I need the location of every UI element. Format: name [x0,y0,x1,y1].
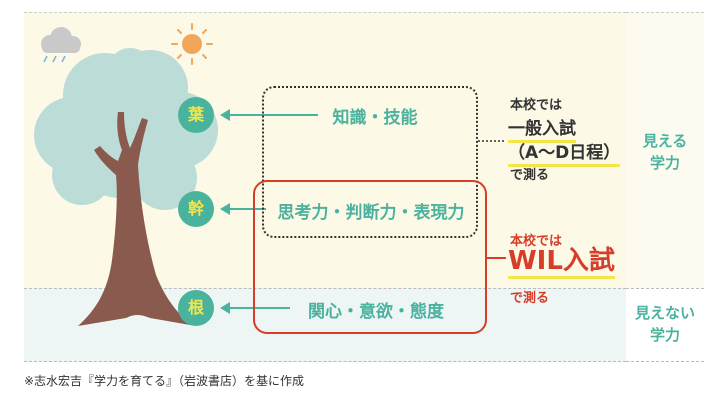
measured-note-wil: で測る [510,291,550,306]
visible-label-line2: 学力 [649,154,680,172]
sun-icon [171,23,213,65]
source-footnote: ※志水宏吉『学力を育てる』（岩波書店）を基に作成 [24,374,305,388]
invisible-label-line1: 見えない [634,304,695,322]
invisible-label-panel [626,288,704,362]
invisible-ability-label: 見えない 学力 [626,302,704,346]
general-exam-label: 一般入試 [508,114,576,143]
leaf-badge: 葉 [178,97,214,133]
school-note-wil: 本校では [510,234,563,249]
school-note-general: 本校では [510,98,563,113]
visible-label-line1: 見える [642,132,688,150]
thinking-skill-label: 思考力・判断力・表現力 [277,203,465,223]
trunk-badge: 幹 [178,191,214,227]
root-badge: 根 [178,290,214,326]
exam-schedule-label: （A～D日程） [508,138,621,167]
visible-ability-label: 見える 学力 [626,130,704,174]
interest-skill-label: 関心・意欲・態度 [308,302,444,322]
cloud-rain-icon [41,27,81,63]
visible-label-panel [626,12,704,289]
measured-note-general: で測る [510,168,550,183]
tree-icon [34,48,218,326]
knowledge-skill-label: 知識・技能 [332,108,418,128]
invisible-label-line2: 学力 [649,326,680,344]
wil-exam-label: WIL入試 [508,246,615,279]
arrows [220,109,318,314]
wil-exam-scope-box [253,180,487,334]
general-exam-scope-box [262,86,478,238]
